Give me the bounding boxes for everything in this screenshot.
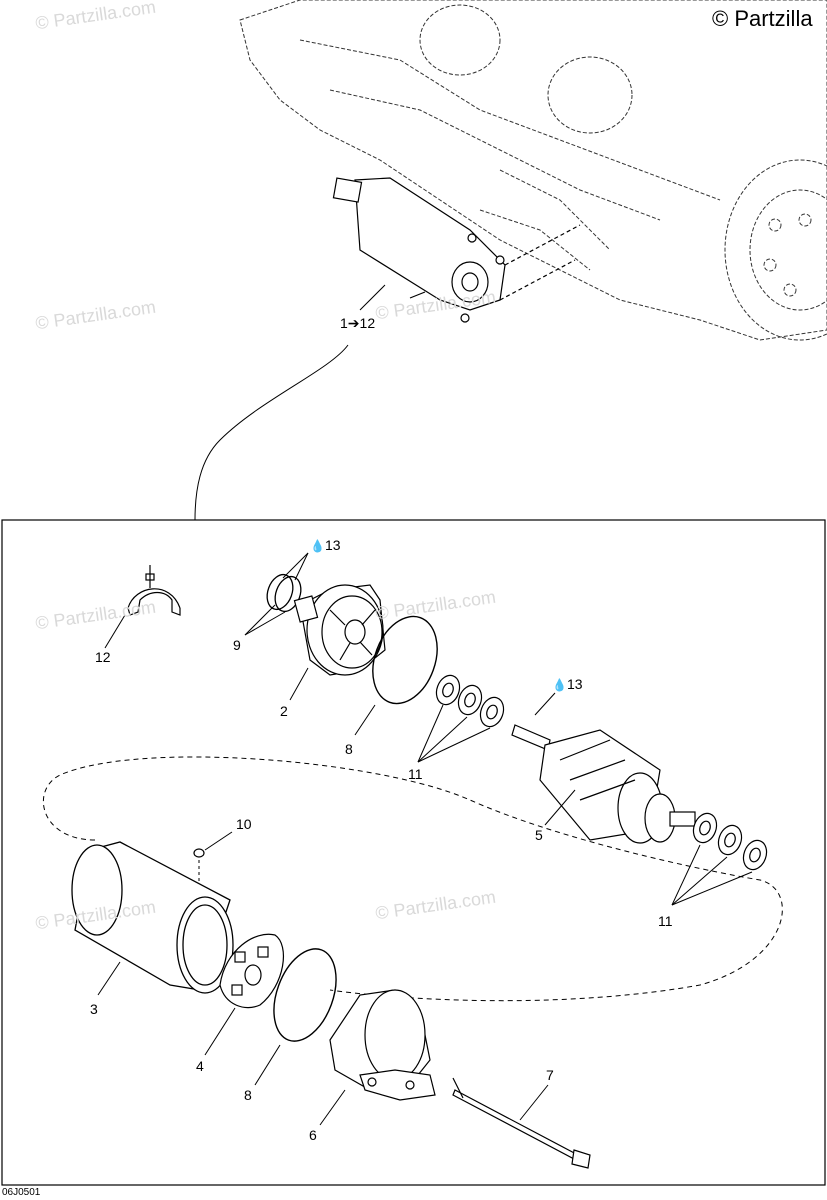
part-11-washers-upper [435, 674, 505, 728]
callout-4: 4 [196, 1058, 204, 1074]
callout-8b: 8 [244, 1087, 252, 1103]
part-8-gasket-upper [372, 615, 438, 705]
callout-7-leader [519, 1084, 549, 1121]
callout-1-leader [359, 284, 386, 311]
callout-11a: 11 [408, 766, 423, 782]
callout-13b-leader [534, 692, 556, 716]
callout-4-leader [204, 1007, 236, 1056]
part-6-rear-cover [329, 989, 436, 1101]
detail-frame [1, 519, 826, 1186]
installed-starter-illustration [332, 177, 581, 323]
part-4-brush-holder [219, 933, 284, 1009]
callout-9: 9 [233, 637, 241, 653]
callout-11a-leaders [417, 704, 491, 763]
part-7-through-bolt [452, 1077, 591, 1169]
arrow-right-icon: ➔ [347, 315, 360, 331]
diagram-code: 06J0501 [2, 1187, 41, 1198]
callout-6: 6 [309, 1127, 317, 1143]
callout-13a: 💧13 [310, 538, 341, 552]
callout-5: 5 [535, 827, 543, 843]
callout-to: 12 [359, 315, 376, 331]
callout-13b-number: 13 [566, 676, 583, 692]
callout-3-leader [97, 961, 121, 996]
callout-5-leader [544, 789, 576, 826]
oil-drop-icon: 💧 [310, 539, 325, 553]
brand-mark: © Partzilla [712, 6, 813, 31]
oil-drop-icon: 💧 [552, 678, 567, 692]
callout-13a-number: 13 [324, 537, 341, 553]
callout-2-leader [289, 667, 309, 701]
callout-10-leader [204, 831, 233, 851]
engine-block-illustration [239, 0, 827, 341]
part-5-armature [511, 724, 696, 844]
callout-7: 7 [546, 1067, 554, 1083]
callout-12: 12 [95, 649, 111, 665]
assembly-leader-line [194, 344, 349, 521]
callout-13b: 💧13 [552, 677, 583, 691]
callout-13a-leaders [282, 552, 309, 581]
callout-assembly: 1➔12 [340, 316, 375, 330]
part-2-front-housing [293, 584, 386, 676]
callout-8b-leader [254, 1044, 281, 1086]
callout-2: 2 [280, 703, 288, 719]
callout-from: 1 [340, 315, 348, 331]
assembly-path-dashed [43, 756, 783, 1002]
callout-9-leaders [244, 604, 286, 636]
callout-8a: 8 [345, 741, 353, 757]
part-12-bracket [127, 565, 181, 616]
callout-6-leader [319, 1089, 346, 1126]
part-10-o-ring [193, 848, 205, 858]
callout-3: 3 [90, 1001, 98, 1017]
part-11-washers-lower [692, 812, 768, 871]
callout-10: 10 [236, 816, 252, 832]
callout-12-leader [104, 614, 126, 649]
callout-8a-leader [354, 704, 376, 736]
part-8-gasket-lower [273, 948, 337, 1042]
callout-11b-leaders [671, 844, 753, 906]
callout-11b: 11 [658, 913, 673, 929]
part-3-yoke-housing [71, 841, 234, 994]
